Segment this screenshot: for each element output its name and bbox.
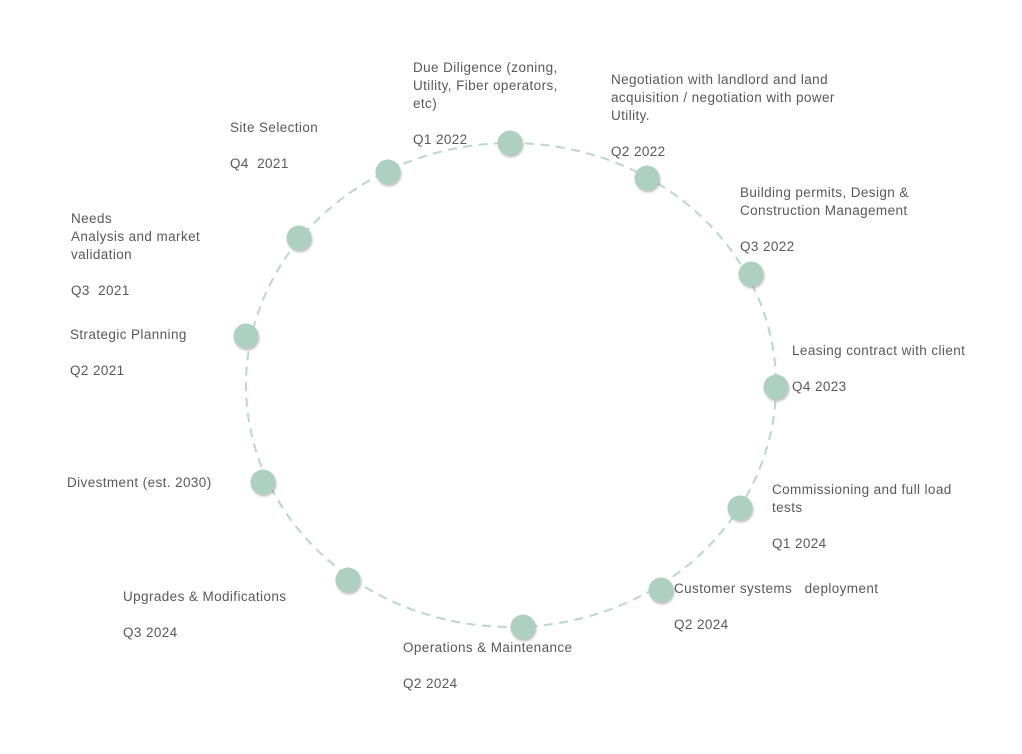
milestone-strategic-planning: Strategic Planning Q2 2021	[70, 326, 187, 380]
milestone-dot-strategic-planning	[233, 323, 259, 349]
milestone-dot-operations	[510, 614, 536, 640]
milestone-label: Commissioning and full load tests	[772, 482, 952, 515]
milestone-dot-commissioning	[727, 495, 753, 521]
milestone-date: Q2 2022	[611, 144, 666, 159]
milestone-dot-site-selection	[375, 159, 401, 185]
milestone-date: Q1 2022	[413, 132, 468, 147]
milestone-date: Q4 2023	[792, 379, 847, 394]
milestone-divestment: Divestment (est. 2030)	[67, 474, 212, 492]
milestone-dot-leasing-contract	[763, 374, 789, 400]
milestone-dot-needs-analysis	[286, 225, 312, 251]
milestone-needs-analysis: Needs Analysis and market validation Q3 …	[71, 210, 200, 300]
milestone-due-diligence: Due Diligence (zoning, Utility, Fiber op…	[413, 59, 558, 149]
milestone-dot-customer-systems	[648, 577, 674, 603]
milestone-dot-divestment	[250, 469, 276, 495]
milestone-dot-building-permits	[738, 261, 764, 287]
milestone-date: Q3 2021	[71, 283, 130, 298]
milestone-date: Q2 2024	[674, 617, 729, 632]
milestone-label: Operations & Maintenance	[403, 640, 573, 655]
milestone-operations: Operations & Maintenance Q2 2024	[403, 639, 572, 693]
milestone-label: Needs Analysis and market validation	[71, 211, 201, 262]
milestone-label: Divestment (est. 2030)	[67, 475, 212, 490]
milestone-negotiation: Negotiation with landlord and land acqui…	[611, 71, 835, 161]
milestone-label: Building permits, Design & Construction …	[740, 185, 909, 218]
milestone-building-permits: Building permits, Design & Construction …	[740, 184, 909, 256]
milestone-customer-systems: Customer systems deployment Q2 2024	[674, 580, 878, 634]
milestone-site-selection: Site Selection Q4 2021	[230, 119, 318, 173]
milestone-date: Q3 2024	[123, 625, 178, 640]
milestone-label: Site Selection	[230, 120, 319, 135]
milestone-date: Q1 2024	[772, 536, 827, 551]
milestone-label: Due Diligence (zoning, Utility, Fiber op…	[413, 60, 558, 111]
milestone-dot-negotiation	[634, 165, 660, 191]
milestone-date: Q2 2021	[70, 363, 125, 378]
milestone-label: Negotiation with landlord and land acqui…	[611, 72, 835, 123]
milestone-dot-due-diligence	[497, 130, 523, 156]
milestone-leasing-contract: Leasing contract with client Q4 2023	[792, 342, 965, 396]
milestone-date: Q3 2022	[740, 239, 795, 254]
milestone-label: Leasing contract with client	[792, 343, 966, 358]
milestone-dot-upgrades	[335, 567, 361, 593]
milestone-date: Q4 2021	[230, 156, 289, 171]
milestone-label: Upgrades & Modifications	[123, 589, 287, 604]
milestone-commissioning: Commissioning and full load tests Q1 202…	[772, 481, 952, 553]
milestone-label: Customer systems deployment	[674, 581, 879, 596]
milestone-label: Strategic Planning	[70, 327, 187, 342]
dashed-ring	[245, 142, 777, 628]
milestone-upgrades: Upgrades & Modifications Q3 2024	[123, 588, 286, 642]
milestone-date: Q2 2024	[403, 676, 458, 691]
